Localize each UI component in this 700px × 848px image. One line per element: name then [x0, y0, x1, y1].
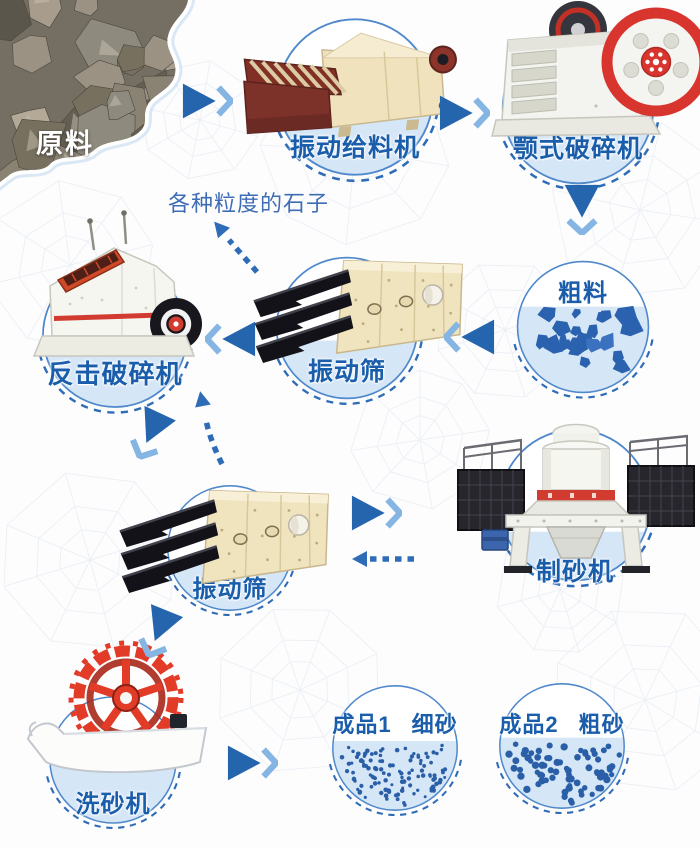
node-coarse-material: 粗料	[503, 247, 663, 407]
sand-washer-illustration	[26, 640, 208, 774]
arrow-washer-to-products	[226, 742, 281, 784]
arrow-screen1-to-impact	[202, 318, 257, 360]
arrow-raw-to-feeder	[181, 80, 236, 122]
arrow-feeder-to-jaw	[438, 92, 493, 134]
note-various-sizes-label: 各种粒度的石子	[168, 191, 330, 216]
label-sand-washer: 洗砂机	[75, 791, 151, 818]
label-impact-crusher: 反击破碎机	[47, 359, 183, 389]
arrow-screen2-to-sandmaker	[350, 492, 405, 534]
label-product-2: 成品2 粗砂	[499, 707, 624, 739]
arrow-impact-to-screen2	[120, 403, 180, 468]
vibrating-feeder-illustration	[243, 32, 457, 137]
label-coarse-material: 粗料	[558, 280, 608, 307]
arrow-screen2-to-washer	[129, 601, 187, 665]
raw-material-photo	[0, 0, 196, 191]
label-vibrating-feeder: 振动给料机	[289, 134, 421, 162]
dashed-arrow-sandmaker-to-screen2	[352, 551, 414, 567]
product-1-type: 细砂	[411, 712, 458, 737]
product-2-type: 粗砂	[578, 712, 625, 737]
vibrating-screen-1-illustration	[250, 253, 469, 365]
label-vibrating-screen-1: 振动筛	[307, 358, 387, 386]
label-product-1: 成品1 细砂	[332, 707, 457, 739]
label-jaw-crusher: 颚式破碎机	[512, 135, 644, 163]
product-2-name: 成品2	[499, 712, 559, 737]
node-product-2-coarse-sand: 成品2 粗砂	[486, 670, 638, 822]
node-circle	[512, 260, 654, 399]
arrow-jaw-to-coarse	[561, 183, 603, 238]
vibrating-screen-2-illustration	[116, 483, 335, 595]
raw-material-label: 原料	[36, 129, 94, 159]
dashed-arrow-screen2-to-impact	[195, 391, 225, 466]
label-sand-maker: 制砂机	[535, 558, 615, 586]
arrow-coarse-to-screen1	[441, 316, 496, 358]
node-product-1-fine-sand: 成品1 细砂	[319, 672, 471, 824]
node-circle	[494, 683, 630, 815]
impact-crusher-illustration	[32, 210, 202, 357]
sand-maker-illustration	[457, 423, 695, 573]
product-1-name: 成品1	[332, 712, 392, 737]
jaw-crusher-illustration	[491, 1, 700, 137]
node-circle	[327, 685, 463, 817]
dashed-arrow-screen1-to-note	[214, 221, 260, 274]
